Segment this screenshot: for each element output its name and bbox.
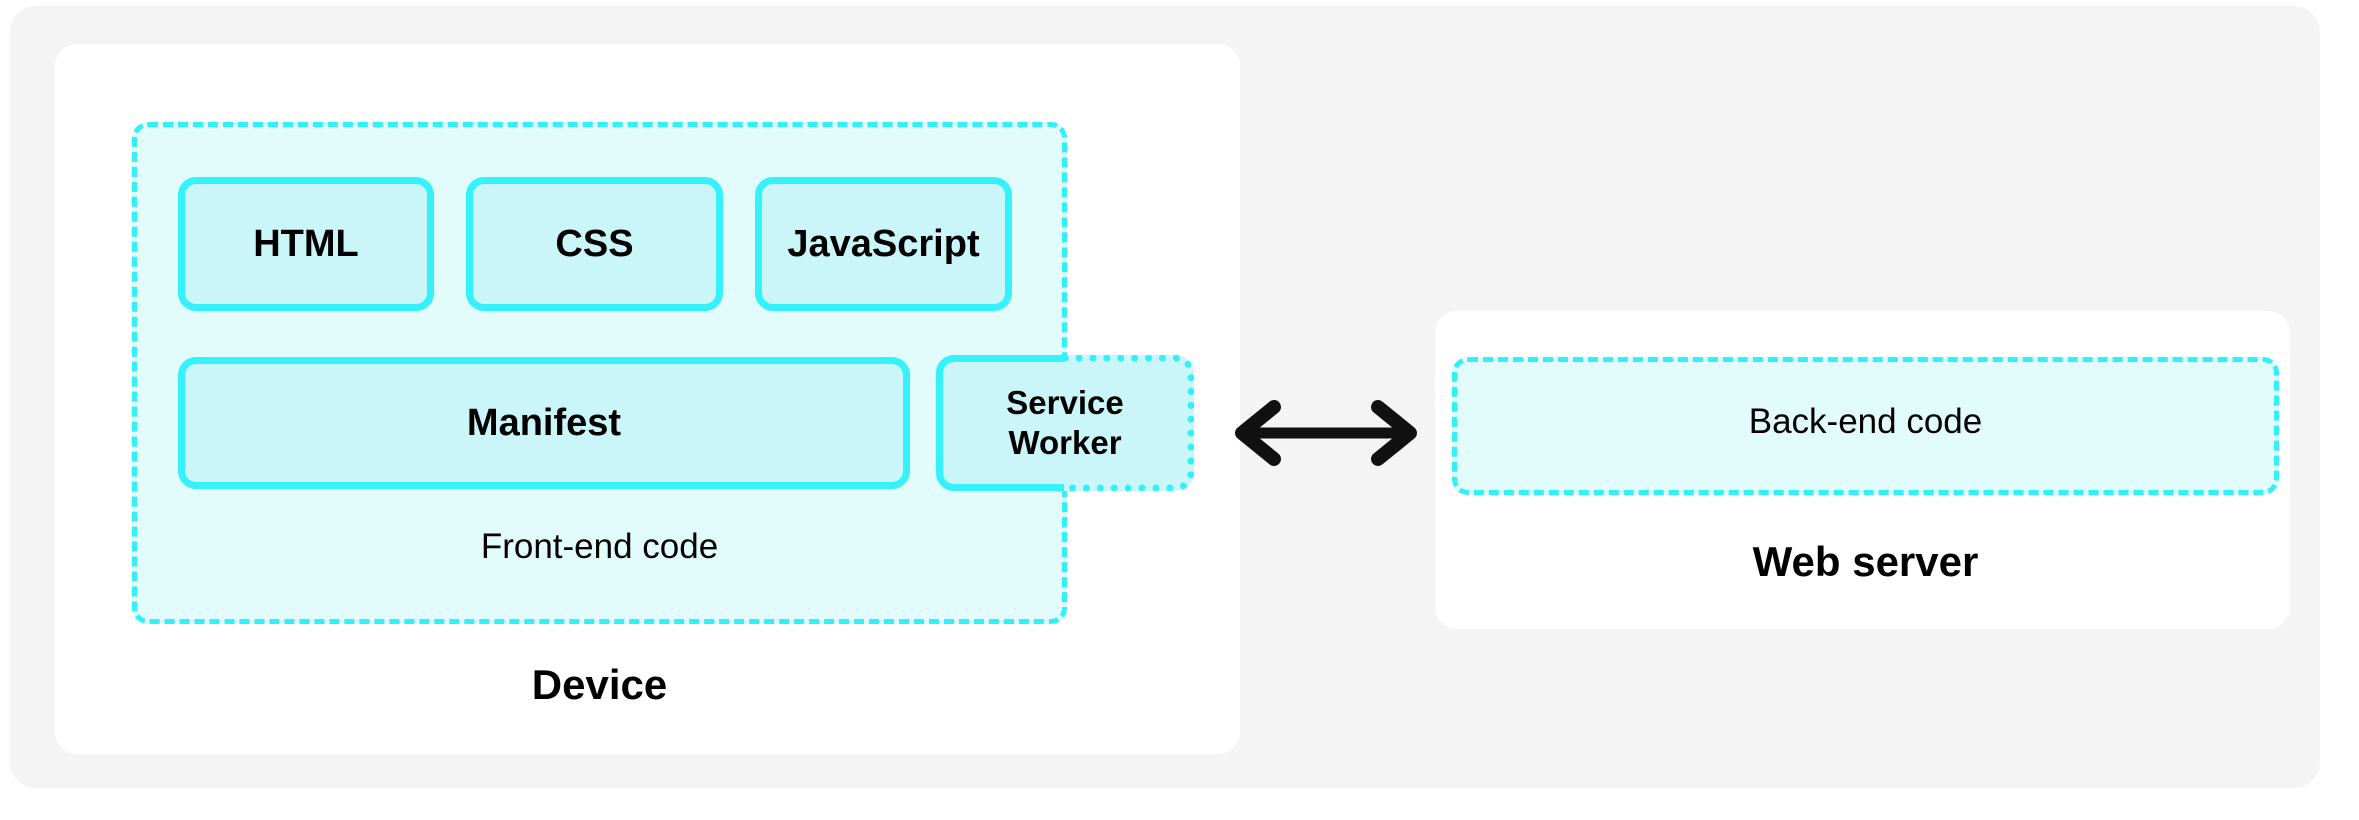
bidirectional-arrow-icon	[1235, 400, 1417, 466]
front-end-code-caption: Front-end code	[480, 527, 719, 566]
service-worker-box[interactable]: Service Worker	[936, 355, 1194, 491]
html-box[interactable]: HTML	[178, 177, 434, 311]
web-server-caption: Web server	[1752, 538, 1979, 585]
manifest-box[interactable]: Manifest	[178, 357, 910, 489]
service-worker-solid-border	[936, 355, 1064, 491]
css-box[interactable]: CSS	[466, 177, 723, 311]
service-worker-label: Service Worker	[1006, 384, 1124, 461]
device-caption: Device	[531, 661, 668, 708]
back-end-code-region	[1452, 357, 2279, 495]
back-end-code-caption: Back-end code	[1748, 402, 1983, 441]
javascript-box[interactable]: JavaScript	[755, 177, 1012, 311]
